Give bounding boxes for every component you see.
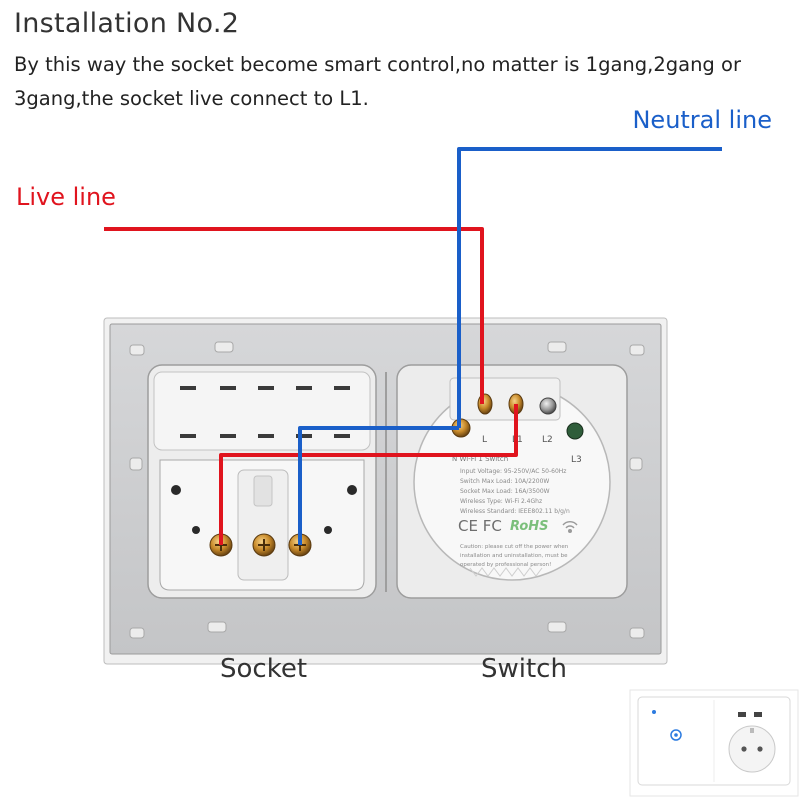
neutral-wire (457, 147, 722, 428)
socket-caption: Socket (220, 654, 308, 684)
socket-clip (180, 386, 196, 390)
usb-port-icon (738, 712, 746, 717)
socket-clip (334, 434, 350, 438)
socket-clip (220, 386, 236, 390)
switch-header-text: N Wi-Fi 1 Switch (452, 455, 508, 463)
socket-clip (296, 386, 312, 390)
mounting-slot (547, 621, 567, 633)
rohs-mark: RoHS (510, 519, 549, 534)
mounting-slot (129, 344, 145, 356)
socket-clip (296, 434, 312, 438)
reset-button (566, 422, 584, 440)
terminal-label-l3: L3 (571, 455, 582, 465)
mounting-slot (629, 344, 645, 356)
socket-clip (220, 434, 236, 438)
live-wire-to-socket (219, 404, 518, 545)
spec-line: Wireless Type: Wi-Fi 2.4Ghz (460, 498, 542, 505)
wifi-icon (562, 521, 578, 534)
terminal-label-l: L (482, 435, 487, 445)
socket-hole (171, 485, 181, 495)
l2-terminal-screw (539, 397, 557, 415)
product-thumbnail (629, 689, 799, 797)
mounting-slot (547, 341, 567, 353)
caution-line: Caution: please cut off the power when (460, 544, 569, 550)
mounting-slot (207, 621, 227, 633)
mounting-slot (214, 341, 234, 353)
socket-hole (192, 526, 200, 534)
switch-module: L L1 L2 L3 N Wi-Fi 1 Switch Input Voltag… (396, 364, 628, 599)
page-title: Installation No.2 (14, 8, 240, 39)
spec-line: Switch Max Load: 10A/2200W (460, 478, 549, 485)
neutral-wire-to-socket (298, 426, 459, 545)
switch-caption: Switch (481, 654, 567, 684)
socket-clip (258, 434, 274, 438)
live-line-label: Live line (16, 183, 116, 211)
indicator-led (652, 710, 656, 714)
mounting-slot (629, 627, 645, 639)
socket-clip (258, 386, 274, 390)
spec-line: Wireless Standard: IEEE802.11 b/g/n (460, 508, 570, 515)
caution-line: installation and uninstallation, must be (460, 553, 568, 559)
socket-hole (324, 526, 332, 534)
mounting-slot (629, 457, 643, 471)
socket-face-icon (728, 725, 776, 773)
spec-line: Input Voltage: 95-250V/AC 50-60Hz (460, 468, 566, 475)
socket-clip (180, 434, 196, 438)
terminal-label-l2: L2 (542, 435, 553, 445)
socket-clip (334, 386, 350, 390)
mounting-slot (129, 627, 145, 639)
ce-fc-mark: CE FC (458, 517, 502, 535)
neutral-line-label: Neutral line (632, 106, 772, 134)
mounting-slot (129, 457, 143, 471)
touch-button-icon (670, 729, 682, 741)
socket-module (147, 364, 377, 599)
socket-hole (347, 485, 357, 495)
spec-line: Socket Max Load: 16A/3500W (460, 488, 550, 495)
live-wire (104, 227, 484, 404)
caution-line: operated by professional person! (460, 562, 551, 568)
usb-port-icon (754, 712, 762, 717)
installation-description: By this way the socket become smart cont… (14, 53, 741, 110)
